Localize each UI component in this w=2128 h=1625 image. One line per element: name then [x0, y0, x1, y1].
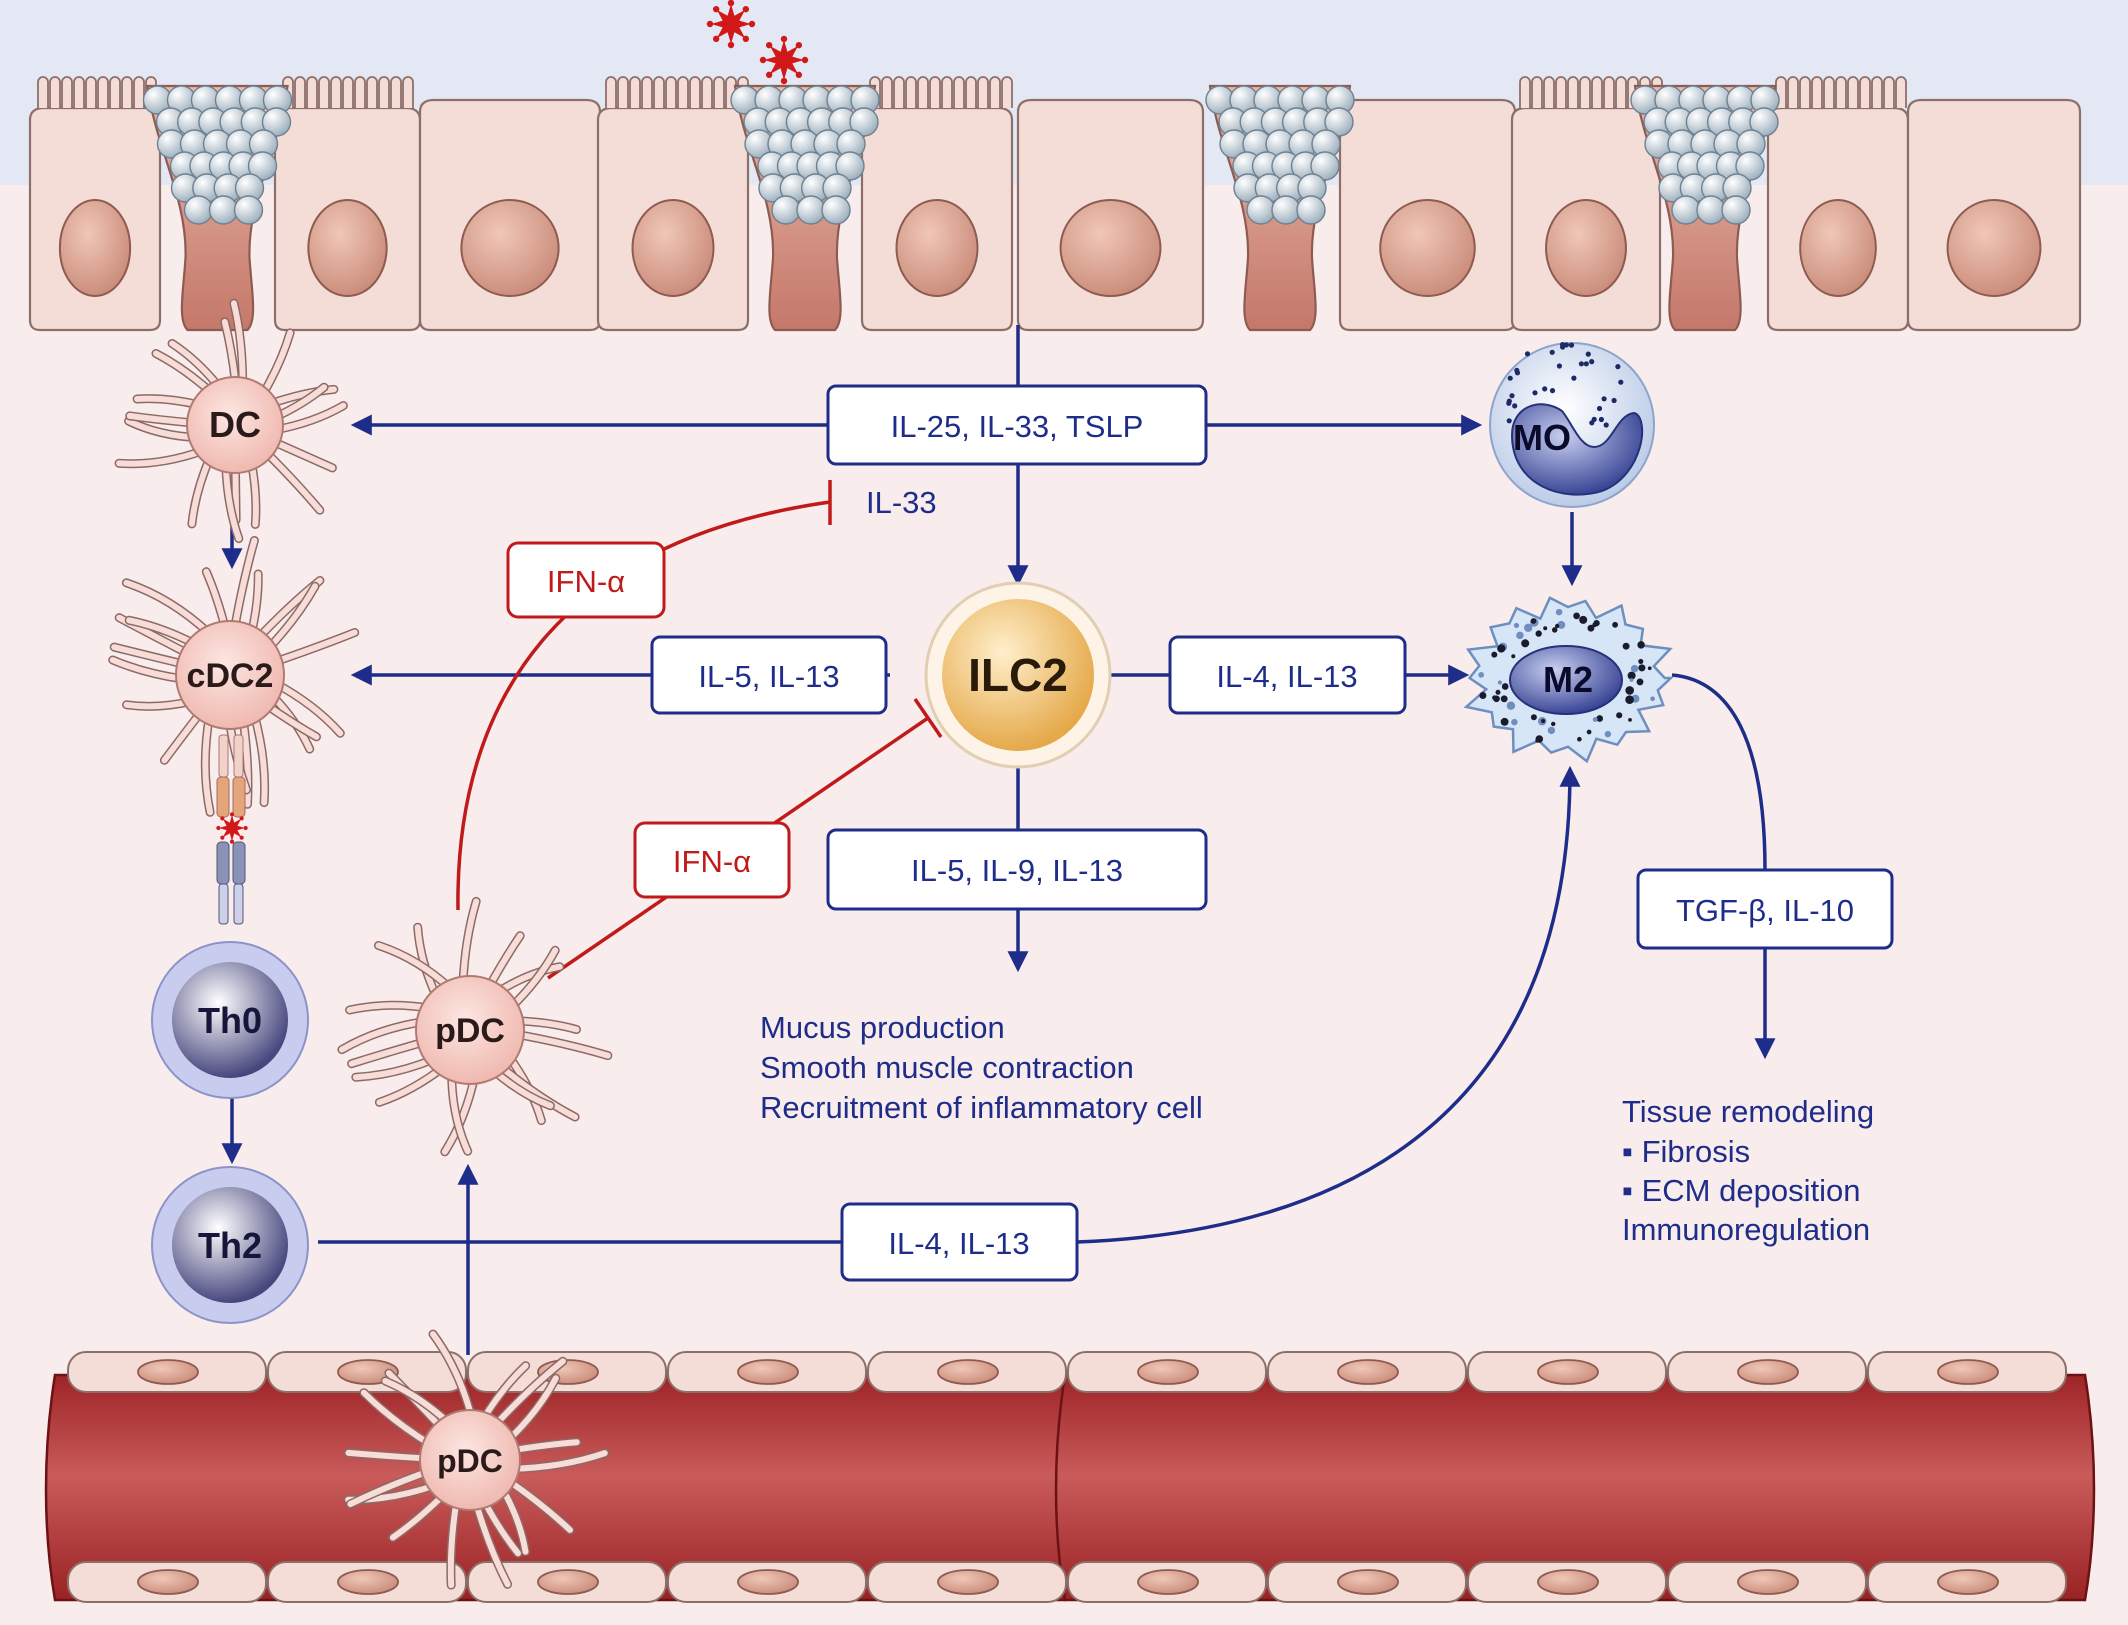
- endothelial-cell: [67, 1561, 267, 1603]
- signal-box-ilc2-down: IL-5, IL-9, IL-13: [826, 828, 1208, 911]
- epithelial-cell: [596, 76, 750, 332]
- arrow-th2-cytokines-to-m2: [1076, 765, 1581, 1244]
- epithelial-cell: [273, 76, 422, 332]
- cdc2-label: cDC2: [187, 657, 274, 695]
- line-m2-to-tgf: [1671, 673, 1767, 871]
- signal-text-m2-out: TGF-β, IL-10: [1676, 893, 1854, 928]
- signal-text-ilc2-down: IL-5, IL-9, IL-13: [911, 853, 1123, 888]
- ilc2-effects-list: Mucus production Smooth muscle contracti…: [760, 1010, 1203, 1125]
- inhibit-line-upper: [456, 500, 831, 911]
- endothelial-cell: [267, 1351, 467, 1393]
- dc-cell: DC: [114, 298, 348, 544]
- m2-label: M2: [1543, 659, 1593, 700]
- signal-box-ilc2-right: IL-4, IL-13: [1168, 635, 1407, 715]
- signal-box-epithelial: IL-25, IL-33, TSLP: [826, 384, 1208, 466]
- endothelial-cell: [667, 1351, 867, 1393]
- th2-cell: Th2: [151, 1166, 309, 1324]
- effect-item: ▪ Fibrosis: [1622, 1134, 1750, 1169]
- signal-text-th2: IL-4, IL-13: [888, 1226, 1029, 1261]
- effect-item: Recruitment of inflammatory cell: [760, 1090, 1203, 1125]
- m2-effects-list: Tissue remodeling ▪ Fibrosis ▪ ECM depos…: [1622, 1094, 1874, 1247]
- ilc2-cell: ILC2: [924, 581, 1112, 769]
- endothelial-cell: [867, 1561, 1067, 1603]
- effect-item: Smooth muscle contraction: [760, 1050, 1134, 1085]
- inhibit-bar-ilc2: [913, 698, 943, 738]
- signal-text-ifn-upper: IFN-α: [547, 564, 625, 599]
- pdc-tissue-cell: pDC: [337, 896, 613, 1157]
- endothelial-cell: [267, 1561, 467, 1603]
- signal-box-ifn-upper: IFN-α: [506, 541, 666, 619]
- endothelial-cell: [1867, 1351, 2067, 1393]
- signal-text-ilc2-left: IL-5, IL-13: [698, 659, 839, 694]
- ilc2-label: ILC2: [968, 649, 1068, 701]
- signal-box-m2-out: TGF-β, IL-10: [1636, 868, 1894, 950]
- blood-vessel: [44, 1351, 2096, 1603]
- antigen-icon: [216, 812, 248, 844]
- endothelial-cell: [1467, 1561, 1667, 1603]
- cdc2-cell: cDC2: [108, 536, 360, 817]
- endothelial-cell: [1267, 1561, 1467, 1603]
- epithelial-cell: [1510, 76, 1663, 332]
- goblet-cell: [142, 84, 293, 332]
- effect-item: Tissue remodeling: [1622, 1094, 1874, 1129]
- m2-macrophage-cell: M2: [1463, 596, 1675, 764]
- pdc-tissue-label: pDC: [435, 1012, 505, 1050]
- epithelial-cell: [1766, 76, 1910, 332]
- endothelial-cell: [1467, 1351, 1667, 1393]
- signal-text-ifn-lower: IFN-α: [673, 844, 751, 879]
- effect-item: Mucus production: [760, 1010, 1005, 1045]
- endothelial-cell: [1267, 1351, 1467, 1393]
- epithelial-cell: [1906, 98, 2082, 332]
- mo-label: MO: [1513, 417, 1571, 458]
- signal-text-il33: IL-33: [866, 485, 937, 520]
- airway-epithelium: [28, 76, 2082, 332]
- epithelial-cell: [418, 98, 602, 332]
- endothelial-cell: [1867, 1561, 2067, 1603]
- signal-text-ilc2-right: IL-4, IL-13: [1216, 659, 1357, 694]
- pathway-arrows: [221, 325, 1776, 1355]
- pdc-vessel-label: pDC: [437, 1443, 503, 1479]
- epithelial-cell: [1016, 98, 1205, 332]
- endothelial-cell: [467, 1561, 667, 1603]
- pdc-vessel-cell: pDC: [343, 1329, 610, 1590]
- goblet-cell: [1630, 84, 1780, 332]
- epithelial-cell: [1338, 98, 1517, 332]
- endothelial-cell: [867, 1351, 1067, 1393]
- th2-label: Th2: [198, 1225, 262, 1266]
- endothelial-cell: [467, 1351, 667, 1393]
- epithelial-cell: [28, 76, 162, 332]
- endothelial-cell: [1667, 1351, 1867, 1393]
- allergen-icon: [706, 0, 809, 85]
- endothelial-cell: [1667, 1561, 1867, 1603]
- endothelial-cell: [667, 1561, 867, 1603]
- dc-label: DC: [209, 404, 261, 445]
- endothelial-cell: [1067, 1351, 1267, 1393]
- epithelial-cell: [860, 76, 1014, 332]
- vessel-segment: [1054, 1373, 2096, 1602]
- signal-box-ifn-lower: IFN-α: [633, 821, 791, 899]
- signal-text-epithelial: IL-25, IL-33, TSLP: [891, 409, 1144, 444]
- endothelial-cell: [1067, 1561, 1267, 1603]
- effect-item: Immunoregulation: [1622, 1212, 1870, 1247]
- tcr-mhc-complex: [216, 734, 246, 925]
- goblet-cell: [730, 84, 880, 332]
- monocyte-cell: MO: [1489, 342, 1655, 508]
- th0-label: Th0: [198, 1000, 262, 1041]
- th0-cell: Th0: [151, 941, 309, 1099]
- signal-box-ilc2-left: IL-5, IL-13: [650, 635, 888, 715]
- signal-box-th2: IL-4, IL-13: [840, 1202, 1079, 1282]
- endothelial-cell: [67, 1351, 267, 1393]
- effect-item: ▪ ECM deposition: [1622, 1173, 1860, 1208]
- goblet-cell: [1205, 84, 1355, 332]
